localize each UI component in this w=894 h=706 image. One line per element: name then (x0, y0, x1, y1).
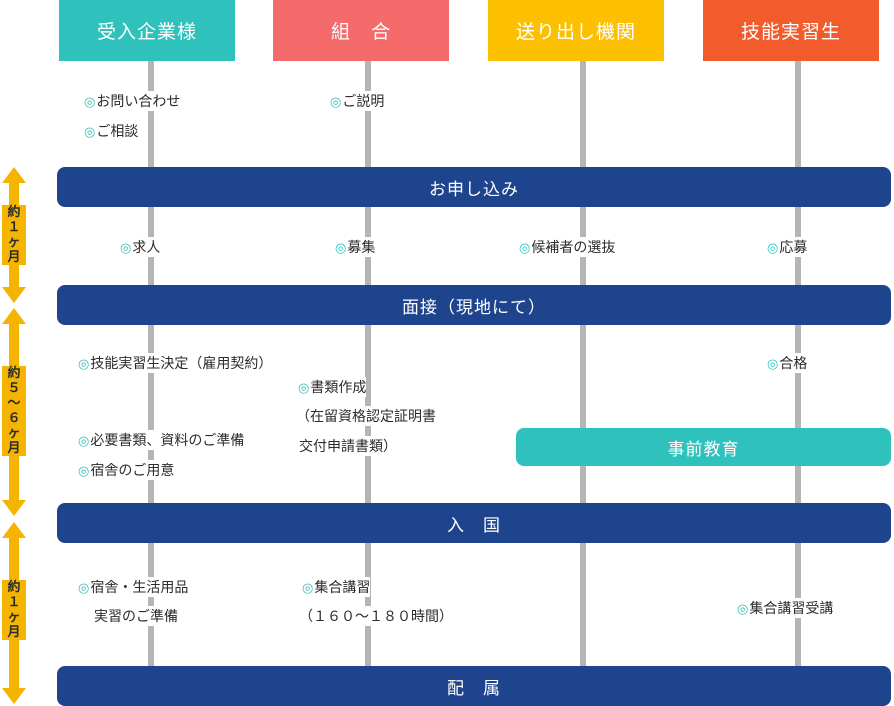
step-company-consult: ◎ご相談 (84, 121, 139, 141)
circle-marker-icon: ◎ (84, 95, 96, 110)
circle-marker-icon: ◎ (767, 241, 779, 256)
step-union-recruit: ◎募集 (335, 237, 376, 257)
duration-label: 約 １ ヶ 月 (2, 205, 26, 265)
step-label: 求人 (132, 240, 161, 256)
step-label: 候補者の選抜 (531, 240, 616, 256)
step-label: ご相談 (96, 124, 139, 140)
step-union-explain: ◎ご説明 (330, 91, 385, 111)
circle-marker-icon: ◎ (78, 357, 90, 372)
step-company-supplies: ◎宿舎・生活用品 (78, 577, 189, 597)
step-company-documents: ◎必要書類、資料のご準備 (78, 430, 245, 450)
duration-arrow-1: 約 １ ヶ 月 (2, 167, 26, 303)
step-label: 技能実習生決定（雇用契約） (90, 356, 273, 372)
step-company-housing: ◎宿舎のご用意 (78, 460, 175, 480)
circle-marker-icon: ◎ (84, 125, 96, 140)
arrow-up-icon (2, 167, 26, 183)
step-label: 宿舎・生活用品 (90, 580, 189, 596)
column-header-trainee: 技能実習生 (703, 0, 879, 61)
duration-arrow-2: 約 ５ ～ ６ ヶ 月 (2, 308, 26, 516)
step-trainee-apply: ◎応募 (767, 237, 808, 257)
step-union-training: ◎集合講習 (302, 577, 371, 597)
step-company-inquiry: ◎お問い合わせ (84, 91, 181, 111)
column-header-union: 組 合 (273, 0, 449, 61)
arrow-up-icon (2, 308, 26, 324)
duration-label: 約 １ ヶ 月 (2, 580, 26, 640)
step-agency-selection: ◎候補者の選抜 (519, 237, 616, 257)
step-label: 宿舎のご用意 (90, 463, 175, 479)
step-union-paperwork-detail-2: 交付申請書類） (299, 436, 397, 456)
duration-arrow-3: 約 １ ヶ 月 (2, 522, 26, 704)
column-header-company: 受入企業様 (59, 0, 235, 61)
step-union-training-hours: （１６０～１８０時間） (299, 606, 453, 626)
step-company-decision: ◎技能実習生決定（雇用契約） (78, 353, 273, 373)
step-label: 書類作成 (310, 380, 367, 396)
circle-marker-icon: ◎ (298, 381, 310, 396)
stage-interview: 面接（現地にて） (57, 285, 891, 325)
circle-marker-icon: ◎ (302, 581, 314, 596)
step-label: ご説明 (342, 94, 385, 110)
arrow-down-icon (2, 688, 26, 704)
step-label: 応募 (779, 240, 808, 256)
step-company-job-offer: ◎求人 (120, 237, 161, 257)
step-company-training-prep: 実習のご準備 (94, 606, 178, 626)
circle-marker-icon: ◎ (519, 241, 531, 256)
stage-assignment: 配 属 (57, 666, 891, 706)
lane-line-agency (580, 60, 586, 670)
step-label: 集合講習 (314, 580, 371, 596)
step-label: 合格 (779, 356, 808, 372)
step-trainee-pass: ◎合格 (767, 353, 808, 373)
column-header-agency: 送り出し機関 (488, 0, 664, 61)
step-label: 集合講習受講 (749, 601, 834, 617)
arrow-down-icon (2, 500, 26, 516)
step-label: お問い合わせ (96, 94, 181, 110)
arrow-up-icon (2, 522, 26, 538)
circle-marker-icon: ◎ (767, 357, 779, 372)
arrow-down-icon (2, 287, 26, 303)
circle-marker-icon: ◎ (335, 241, 347, 256)
step-label: 募集 (347, 240, 376, 256)
lane-line-union (365, 60, 371, 670)
circle-marker-icon: ◎ (78, 434, 90, 449)
stage-application: お申し込み (57, 167, 891, 207)
step-trainee-training: ◎集合講習受講 (737, 598, 834, 618)
stage-entry: 入 国 (57, 503, 891, 543)
circle-marker-icon: ◎ (78, 464, 90, 479)
duration-label: 約 ５ ～ ６ ヶ 月 (2, 366, 26, 456)
circle-marker-icon: ◎ (120, 241, 132, 256)
circle-marker-icon: ◎ (330, 95, 342, 110)
step-union-paperwork-detail-1: （在留資格認定証明書 (296, 406, 436, 426)
step-union-paperwork: ◎書類作成 (298, 377, 367, 397)
pre-education-bar: 事前教育 (516, 428, 891, 466)
circle-marker-icon: ◎ (78, 581, 90, 596)
circle-marker-icon: ◎ (737, 602, 749, 617)
step-label: 必要書類、資料のご準備 (90, 433, 245, 449)
